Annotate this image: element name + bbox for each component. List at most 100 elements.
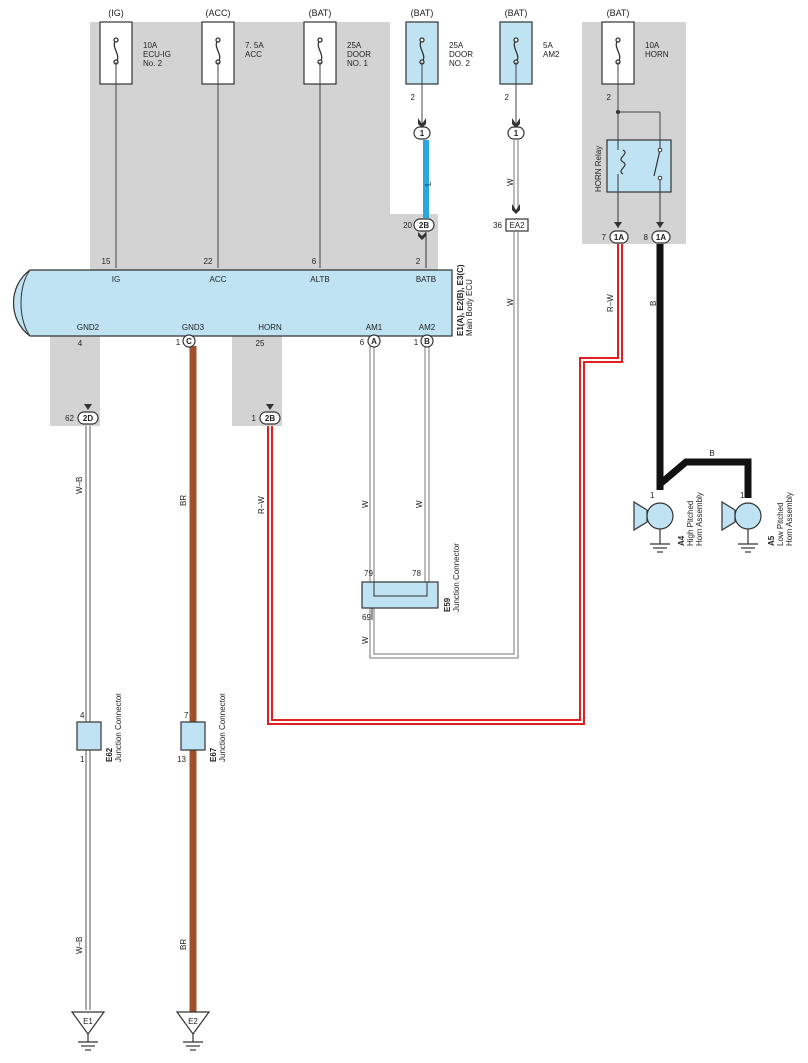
wire-label-gnd2: W–B: [75, 477, 84, 494]
ecu-pin-altb-num: 6: [312, 257, 317, 266]
fuse-6-name: HORN: [645, 50, 669, 59]
e62-code: E62: [105, 747, 114, 762]
ecu-codes: E1(A), E2(B), E3(C): [456, 264, 465, 336]
e59-name: Junction Connector: [452, 543, 461, 612]
fuse-6-pin: 2: [607, 93, 612, 102]
ecu-pin-gnd2: GND2: [77, 323, 100, 332]
ecu-pin-gnd2-num: 4: [78, 339, 83, 348]
e62-name: Junction Connector: [114, 693, 123, 762]
horn-a4-code: A4: [677, 535, 686, 546]
horn-a4-name2: Horn Assembly: [695, 492, 704, 546]
thin-wires: [115, 62, 619, 268]
e59-pin-79: 79: [364, 569, 373, 578]
conn-horn-2b-pin: 1: [252, 414, 257, 423]
fuse-4-pin: 2: [411, 93, 416, 102]
wire-label-gnd3: BR: [179, 495, 188, 506]
fuse-3-source: (BAT): [309, 8, 332, 18]
conn-2d-pin: 62: [65, 414, 74, 423]
e67-code: E67: [209, 747, 218, 762]
ecu-pin-am2-conn: B: [424, 337, 430, 346]
conn-horn-2b-label: 2B: [265, 414, 275, 423]
ecu-pin-horn-num: 25: [256, 339, 265, 348]
fuse-4-name: DOOR: [449, 50, 473, 59]
horn-a4-pin: 1: [650, 491, 655, 500]
relay-name: HORN Relay: [594, 146, 603, 192]
ecu-pin-ig-num: 15: [102, 257, 111, 266]
horn-a5-code: A5: [767, 535, 776, 546]
e59-pin-78: 78: [412, 569, 421, 578]
horn-a4-name: High Pitched: [686, 501, 695, 546]
wire-label-gnd2-low: W–B: [75, 937, 84, 954]
ecu-pin-am2: AM2: [419, 323, 436, 332]
horn-a5-pin: 1: [740, 491, 745, 500]
e62-pin-top: 4: [80, 711, 85, 720]
ecu-pin-am1: AM1: [366, 323, 383, 332]
fuse-6-rating: 10A: [645, 41, 660, 50]
conn-ea2-pin: 36: [493, 221, 502, 230]
conn-ea2-label: EA2: [509, 221, 525, 230]
conn-2b-pin: 20: [403, 221, 412, 230]
relay-conn-1: 1A: [614, 233, 624, 242]
wire-label-am-low: W: [361, 636, 370, 644]
ecu-pin-acc: ACC: [210, 275, 227, 284]
wire-label-door2: L: [424, 181, 433, 186]
relay-pin-1: 7: [602, 233, 607, 242]
red-white-wires: [267, 244, 623, 725]
horn-a5-name: Low Pitched: [776, 502, 785, 546]
fuse-2-rating: 7. 5A: [245, 41, 264, 50]
wire-label-am1: W: [361, 500, 370, 508]
ground-symbols: [70, 1011, 211, 1051]
horn-a5-name2: Horn Assembly: [785, 492, 794, 546]
ecu-pin-ig: IG: [112, 275, 120, 284]
fuse-5-source: (BAT): [505, 8, 528, 18]
fuse-3-name: DOOR: [347, 50, 371, 59]
ecu-pin-horn: HORN: [258, 323, 282, 332]
fuse-2-source: (ACC): [206, 8, 231, 18]
e59-code: E59: [443, 597, 452, 612]
ecu-pin-gnd3: GND3: [182, 323, 205, 332]
wire-label-am2-up: W: [506, 178, 515, 186]
horn-relay: [606, 110, 672, 228]
conn-am2-label: 1: [514, 129, 519, 138]
fuse-4-name2: NO. 2: [449, 59, 470, 68]
ecu-name: Main Body ECU: [465, 279, 474, 336]
relay-pin-2: 8: [644, 233, 649, 242]
fuse-3-name2: NO. 1: [347, 59, 368, 68]
ecu-pin-gnd3-num: 1: [176, 338, 181, 347]
fuse-3-rating: 25A: [347, 41, 362, 50]
ecu-pin-batb-num: 2: [416, 257, 421, 266]
ground-e2-label: E2: [188, 1017, 198, 1026]
wire-label-relay-r: R–W: [606, 294, 615, 312]
main-body-ecu: [12, 269, 453, 337]
wire-label-am2-down: W: [506, 298, 515, 306]
fuse-1-name2: No. 2: [143, 59, 163, 68]
e67-pin-top: 7: [184, 711, 189, 720]
wire-label-horn-b: B: [709, 449, 714, 458]
e62-pin-bottom: 1: [80, 755, 85, 764]
connector-capsules: [77, 126, 671, 425]
shaded-areas: [50, 22, 686, 426]
e67-name: Junction Connector: [218, 693, 227, 762]
wire-label-relay-b: B: [649, 301, 658, 306]
relay-conn-2: 1A: [656, 233, 666, 242]
ecu-pin-acc-num: 22: [204, 257, 213, 266]
junction-connectors: [76, 581, 439, 751]
e59-pin-69: 69: [362, 613, 371, 622]
conn-door2-label: 1: [420, 129, 425, 138]
fuse-5-rating: 5A: [543, 41, 553, 50]
fuse-5-name: AM2: [543, 50, 560, 59]
fuse-1-source: (IG): [108, 8, 124, 18]
fuse-1-rating: 10A: [143, 41, 158, 50]
ecu-pin-am1-num: 6: [360, 338, 365, 347]
wire-label-horn: R–W: [257, 496, 266, 514]
fuse-4-rating: 25A: [449, 41, 464, 50]
fuse-4-source: (BAT): [411, 8, 434, 18]
wire-label-am2: W: [415, 500, 424, 508]
ecu-pin-altb: ALTB: [310, 275, 329, 284]
ecu-pin-am2-num: 1: [414, 338, 419, 347]
white-wires: [85, 140, 519, 1010]
fuse-5-pin: 2: [505, 93, 510, 102]
ecu-pin-gnd3-conn: C: [186, 337, 192, 346]
wire-label-gnd3-low: BR: [179, 939, 188, 950]
